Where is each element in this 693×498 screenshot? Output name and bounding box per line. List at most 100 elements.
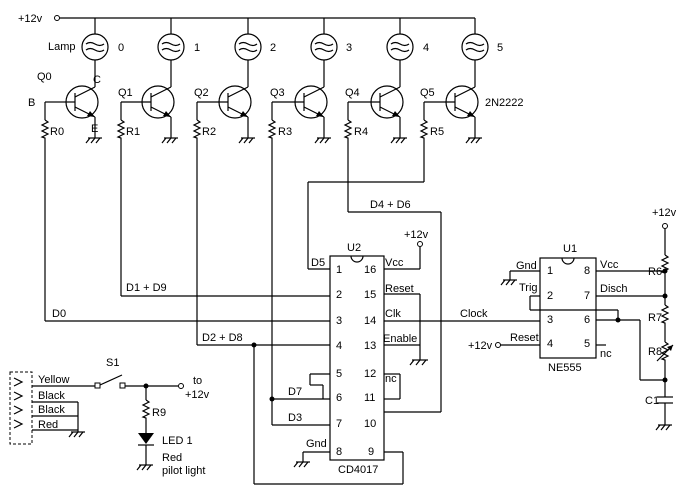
- u2-clk-label: Clk: [385, 308, 401, 320]
- u2-pin-5: 5: [336, 368, 342, 380]
- transistor-q1: Q1: [118, 78, 178, 144]
- u1-pin-2: 2: [547, 290, 553, 302]
- led1-label: LED 1: [162, 435, 193, 447]
- net-d0-label: D0: [52, 308, 66, 320]
- net-clock-label: Clock: [460, 308, 488, 320]
- lamp-4-number: 4: [423, 42, 429, 54]
- timing-c1-label: C1: [645, 395, 659, 407]
- chip-u1-ne555: U1 NE555 1 2 3 4 8 7 6 5 Gnd Trig Reset …: [468, 243, 668, 374]
- u1-pin-3: 3: [547, 314, 553, 326]
- supply-label: +12v: [18, 13, 43, 25]
- lamp-row: 0 1 2 3 4: [81, 18, 503, 78]
- net-d4-d6-label: D4 + D6: [370, 199, 411, 211]
- wire-black-1-label: Black: [38, 390, 65, 402]
- u1-reset-supply-label: +12v: [468, 340, 493, 352]
- u2-part: CD4017: [338, 464, 378, 476]
- transistor-q0-name: Q0: [37, 71, 52, 83]
- collector-label: C: [93, 74, 101, 86]
- u1-pin-4: 4: [547, 338, 553, 350]
- u2-nc-label: nc: [385, 373, 397, 385]
- lamp-0: 0: [81, 18, 124, 78]
- lamp-label: Lamp: [48, 41, 76, 53]
- u1-part: NE555: [548, 362, 582, 374]
- timing-r7-label: R7: [648, 312, 662, 324]
- emitter-label: E: [91, 123, 98, 135]
- net-d7-label: D7: [288, 386, 302, 398]
- u2-vcc-label: Vcc: [385, 257, 404, 269]
- transistor-q4: Q4: [345, 78, 407, 144]
- resistor-r4-label: R4: [354, 126, 368, 138]
- decoder-nets: D0 D1 + D9 D2 + D8 D3 D7 D4 + D6 D5: [44, 142, 540, 484]
- lamp-4: 4: [386, 18, 429, 78]
- lamp-1-number: 1: [194, 42, 200, 54]
- u2-pin-12: 12: [364, 368, 376, 380]
- u1-ref: U1: [563, 243, 577, 255]
- transistor-row: Q0 B C E Q1 Q2: [28, 71, 524, 144]
- net-d3-label: D3: [288, 412, 302, 424]
- u1-pin-5: 5: [584, 338, 590, 350]
- u2-reset-label: Reset: [385, 283, 414, 295]
- lamp-5-number: 5: [497, 42, 503, 54]
- timing-supply-label: +12v: [652, 207, 677, 219]
- lamp-0-number: 0: [118, 42, 124, 54]
- base-label: B: [28, 97, 35, 109]
- resistor-r0-label: R0: [50, 126, 64, 138]
- resistor-r3-label: R3: [278, 126, 292, 138]
- u2-ref: U2: [347, 242, 361, 254]
- lamp-3: 3: [310, 18, 352, 78]
- u1-trig-label: Trig: [519, 282, 538, 294]
- transistor-q2: Q2: [194, 78, 255, 144]
- u2-pin-1: 1: [336, 264, 342, 276]
- u2-gnd-label: Gnd: [306, 438, 327, 450]
- wire-yellow-label: Yellow: [38, 374, 69, 386]
- lamp-2: 2: [234, 18, 276, 78]
- chip-u2-cd4017: U2 CD4017 1 2 3 4 5 6 7 8 16 15 14 13 12…: [254, 229, 441, 485]
- net-d5-label: D5: [311, 257, 325, 269]
- u1-vcc-label: Vcc: [600, 259, 619, 271]
- u2-pin-14: 14: [364, 315, 376, 327]
- resistor-r2-label: R2: [202, 126, 216, 138]
- transistor-q5-name: Q5: [420, 87, 435, 99]
- u2-pin-4: 4: [336, 340, 342, 352]
- u2-pin-10: 10: [364, 418, 376, 430]
- u1-disch-label: Disch: [600, 283, 628, 295]
- transistor-part-number: 2N2222: [485, 97, 524, 109]
- lamp-1: 1: [157, 18, 200, 78]
- u2-supply-label: +12v: [404, 229, 429, 241]
- timing-r8-label: R8: [648, 346, 662, 358]
- base-resistor-row: R0 R1 R2 R3 R4 R5: [40, 119, 444, 142]
- supply-rail: +12v Lamp: [18, 13, 475, 53]
- switch-s1-label: S1: [106, 357, 119, 369]
- lamp-5: 5: [461, 18, 503, 78]
- u2-pin-16: 16: [364, 264, 376, 276]
- lamp-3-number: 3: [346, 42, 352, 54]
- u2-pin-11: 11: [364, 392, 375, 404]
- transistor-q5: Q5 2N2222: [420, 78, 524, 144]
- u2-pin-6: 6: [336, 392, 342, 404]
- u1-pin-7: 7: [584, 290, 590, 302]
- u2-enable-label: Enable: [383, 333, 417, 345]
- u2-pin-2: 2: [336, 289, 342, 301]
- u1-gnd-label: Gnd: [516, 260, 537, 272]
- to-supply-label: +12v: [185, 389, 210, 401]
- to-label: to: [193, 375, 202, 387]
- u1-pin-1: 1: [547, 265, 553, 277]
- power-switch-section: Yellow Black Black Red S1 to +12v R9 LED…: [9, 357, 210, 477]
- net-d1-d9-label: D1 + D9: [126, 282, 167, 294]
- u1-nc-label: nc: [600, 348, 612, 360]
- lamp-2-number: 2: [270, 42, 276, 54]
- transistor-q2-name: Q2: [194, 87, 209, 99]
- u2-pin-7: 7: [336, 418, 342, 430]
- u1-reset-label: Reset: [510, 332, 539, 344]
- u2-pin-15: 15: [364, 289, 376, 301]
- u1-pin-6: 6: [584, 314, 590, 326]
- u1-pin-8: 8: [584, 265, 590, 277]
- wire-red-label: Red: [38, 419, 58, 431]
- resistor-r9-label: R9: [152, 407, 166, 419]
- transistor-q3-name: Q3: [270, 87, 285, 99]
- transistor-q0: Q0 B C E: [28, 71, 102, 144]
- u2-pin-3: 3: [336, 315, 342, 327]
- resistor-r5-label: R5: [430, 126, 444, 138]
- u2-pin-13: 13: [364, 340, 376, 352]
- transistor-q3: Q3: [270, 78, 331, 144]
